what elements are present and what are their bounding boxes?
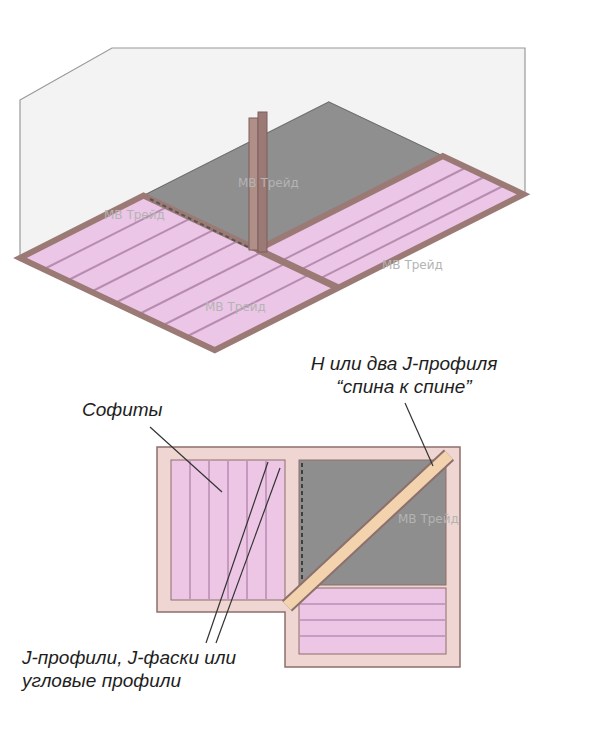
callout-label: J-профили, J-фаски или угловые профили (22, 646, 262, 692)
callout-label: Софиты (82, 398, 192, 421)
start-strip (150, 199, 250, 248)
leader-lines (150, 403, 433, 643)
plan-frame (157, 447, 460, 667)
plank-lines (300, 604, 445, 636)
h-profile (287, 455, 449, 606)
watermark: МВ Трейд (104, 208, 165, 222)
watermark: МВ Трейд (382, 258, 443, 272)
start-strip (301, 463, 303, 582)
joint-profile (258, 250, 339, 288)
soffit-frame (20, 156, 524, 350)
h-profile (287, 455, 449, 606)
soffit-planks (44, 167, 505, 337)
soffit-left (20, 196, 338, 351)
watermark: МВ Трейд (238, 176, 299, 190)
watermark: МВ Трейд (398, 512, 459, 526)
callout-label: H или два J-профиля “спина к спине” (290, 352, 518, 398)
watermark: МВ Трейд (205, 300, 266, 314)
plan-planks-right (299, 588, 446, 654)
